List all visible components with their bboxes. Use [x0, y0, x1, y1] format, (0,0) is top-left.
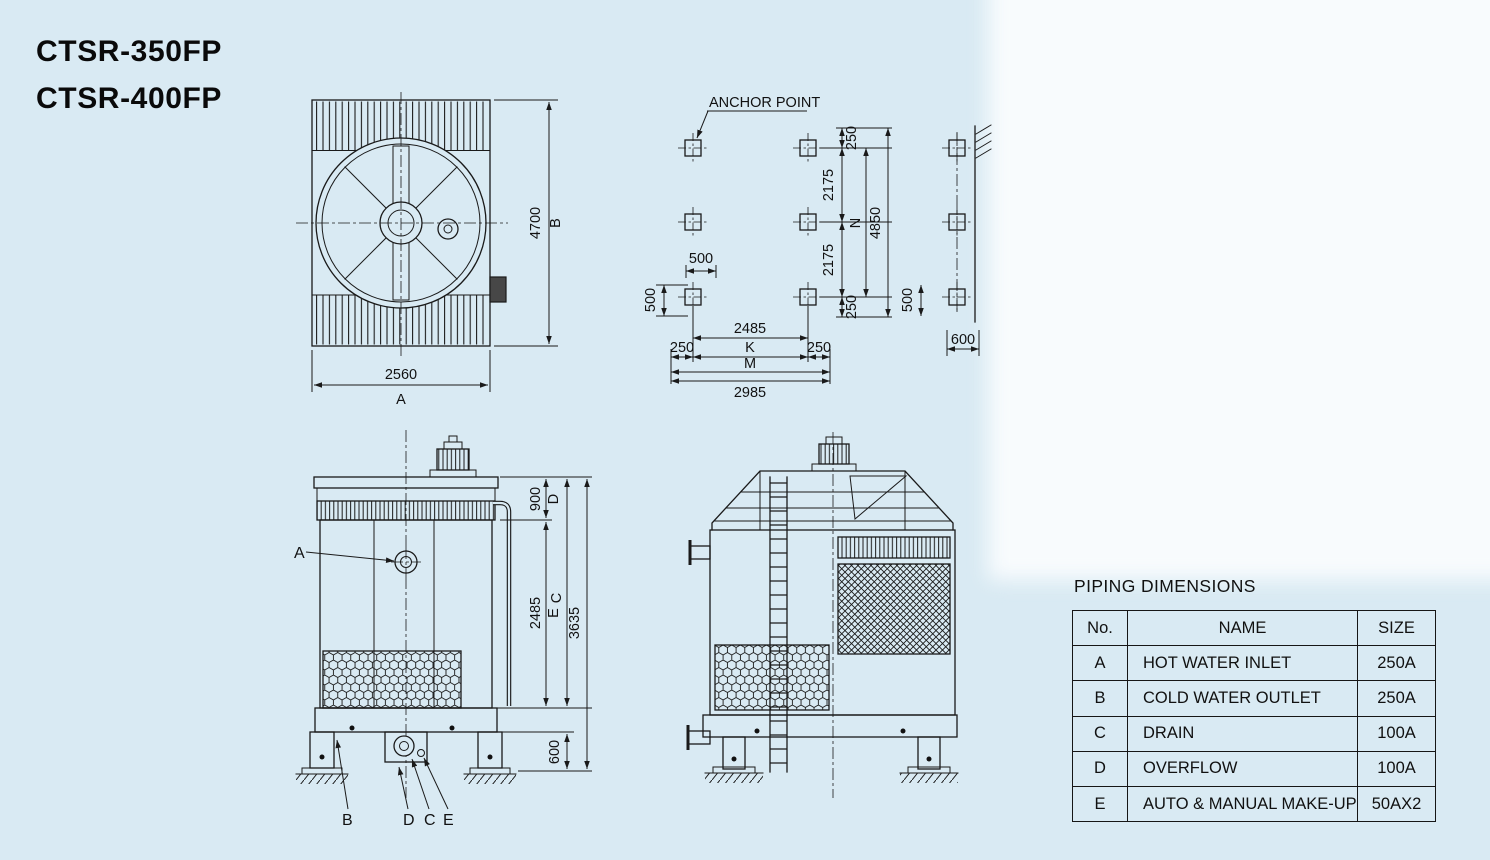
cell-no: A: [1072, 645, 1128, 682]
label-overflow: D: [403, 812, 415, 829]
table-row: E AUTO & MANUAL MAKE-UP 50AX2: [1072, 785, 1436, 823]
cell-size: 50AX2: [1357, 785, 1436, 823]
fill-mesh-front: [322, 650, 462, 709]
basin-side: [702, 714, 958, 738]
dim-anchor-top-margin: 250: [844, 126, 860, 150]
cell-name: AUTO & MANUAL MAKE-UP: [1127, 785, 1358, 823]
header-size: SIZE: [1357, 609, 1436, 647]
cell-no: B: [1072, 680, 1128, 717]
dim-anchor-offset-left: 500: [643, 288, 659, 312]
ladder-rungs: [770, 477, 787, 772]
dim-shell-ref: E: [546, 608, 562, 618]
fan-deck-profile: [711, 470, 954, 531]
anchor-point-label: ANCHOR POINT: [709, 95, 820, 111]
dim-anchor-right-margin: 250: [807, 340, 831, 356]
sump-front: [384, 731, 428, 763]
cell-no: E: [1072, 785, 1128, 823]
fill-block-side: [837, 563, 951, 655]
piping-dimensions-section: PIPING DIMENSIONS No. NAME SIZE A HOT WA…: [1072, 576, 1442, 823]
dim-anchor-side-depth: 600: [951, 332, 975, 348]
cell-name: HOT WATER INLET: [1127, 645, 1358, 682]
piping-table-title: PIPING DIMENSIONS: [1074, 576, 1256, 596]
cell-no: D: [1072, 750, 1128, 787]
cell-no: C: [1072, 715, 1128, 752]
dim-casing-top: 900: [528, 487, 544, 511]
anchor-plan-drawing: ANCHOR POINT 250 2175 2175 250 N 4850: [643, 95, 892, 401]
dim-plan-height: 4700: [528, 207, 544, 239]
dim-anchor-gap-lower: 2175: [821, 244, 837, 276]
dim-anchor-total-width: 2985: [734, 385, 766, 401]
dim-anchor-left-margin: 250: [670, 340, 694, 356]
dim-anchor-gap-upper: 2175: [821, 169, 837, 201]
motor-plan-circle: [437, 218, 459, 240]
support-leg-left: [309, 731, 335, 769]
label-cold-water-outlet: B: [342, 812, 353, 829]
cell-size: 250A: [1357, 645, 1436, 682]
model-title-1: CTSR-350FP: [36, 35, 223, 68]
cell-name: DRAIN: [1127, 715, 1358, 752]
dim-plan-width: 2560: [385, 367, 417, 383]
eliminator-band: [316, 500, 496, 521]
dim-plan-width-ref: A: [396, 392, 406, 408]
table-row: B COLD WATER OUTLET 250A: [1072, 680, 1436, 717]
drain-flange: [393, 735, 415, 757]
fan-stack-bell: [849, 475, 908, 520]
cell-size: 100A: [1357, 750, 1436, 787]
dim-anchor-span-ref: N: [848, 218, 864, 228]
label-drain: C: [424, 812, 436, 829]
table-row: C DRAIN 100A: [1072, 715, 1436, 752]
dim-anchor-bottom-margin: 250: [844, 295, 860, 319]
plan-view-drawing: 4700 B 2560 A: [296, 92, 564, 408]
dim-height-ref: C: [549, 593, 565, 603]
dim-anchor-col-span: 2485: [734, 321, 766, 337]
header-name: NAME: [1127, 609, 1358, 647]
side-elevation-drawing: [686, 432, 959, 798]
side-leg-left: [722, 736, 746, 770]
piping-table-header-row: No. NAME SIZE: [1072, 609, 1436, 647]
paper-white-region: [988, 0, 1490, 580]
dim-shell: 2485: [528, 597, 544, 629]
table-row: D OVERFLOW 100A: [1072, 750, 1436, 787]
dim-anchor-offset-mid: 500: [689, 251, 713, 267]
overflow-standpipe: [493, 500, 512, 706]
piping-table: No. NAME SIZE A HOT WATER INLET 250A B C…: [1072, 609, 1436, 823]
cell-name: COLD WATER OUTLET: [1127, 680, 1358, 717]
concrete-hatch: [975, 124, 992, 159]
inlet-pipe-side: [689, 545, 711, 560]
makeup-valve: [417, 749, 425, 757]
dim-casing-top-ref: D: [546, 494, 562, 504]
dim-base-height: 600: [547, 740, 563, 764]
dim-anchor-total-height: 4850: [868, 207, 884, 239]
model-title-2: CTSR-400FP: [36, 82, 223, 115]
cell-size: 100A: [1357, 715, 1436, 752]
dim-anchor-side-offset: 500: [900, 288, 916, 312]
cell-name: OVERFLOW: [1127, 750, 1358, 787]
label-hot-water-inlet: A: [294, 545, 305, 562]
dim-anchor-col-ref: K: [745, 340, 755, 356]
front-elevation-drawing: A B D C E 900 D 2485 E C 3635: [294, 430, 592, 829]
model-titles: CTSR-350FP CTSR-400FP: [36, 28, 222, 122]
header-no: No.: [1072, 609, 1128, 647]
distribution-band: [837, 536, 951, 559]
label-makeup: E: [443, 812, 454, 829]
dim-plan-height-ref: B: [548, 218, 564, 228]
table-row: A HOT WATER INLET 250A: [1072, 645, 1436, 682]
fan-motor-side: [818, 443, 850, 465]
cell-size: 250A: [1357, 680, 1436, 717]
fan-motor-front: [436, 448, 470, 471]
dim-total-height: 3635: [567, 607, 583, 639]
support-leg-right: [477, 731, 503, 769]
side-leg-right: [917, 736, 941, 770]
plan-access-box: [489, 276, 507, 303]
dim-anchor-overall-ref: M: [744, 356, 756, 372]
anchor-side-drawing: 500 600: [900, 124, 992, 356]
